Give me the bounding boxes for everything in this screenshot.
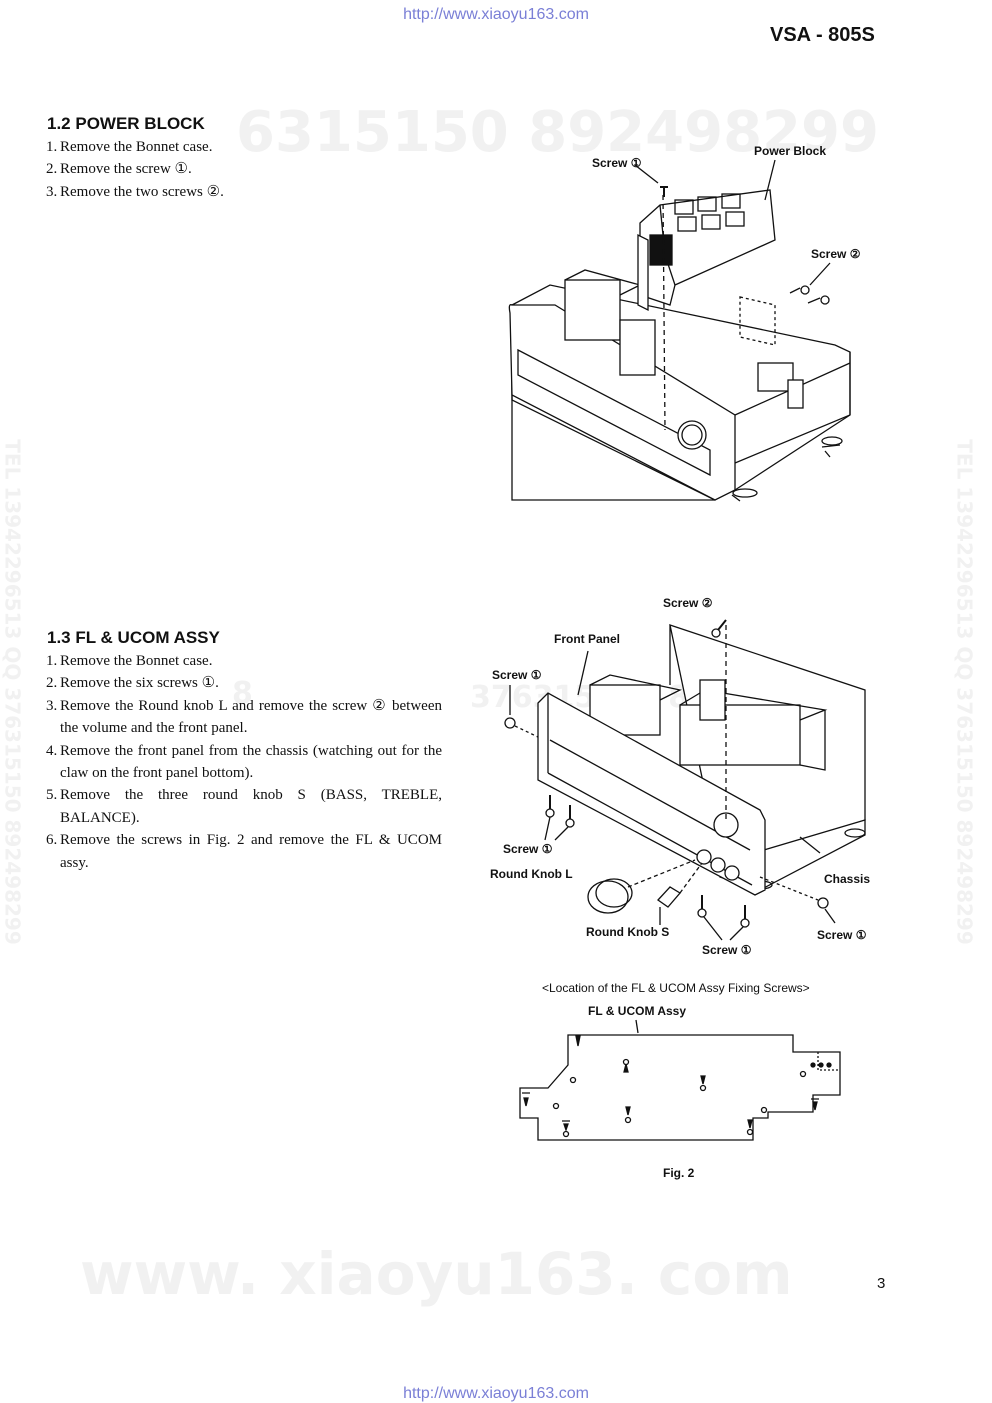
- watermark-right-vertical: TEL 13942296513 QQ 376315150 892498299: [952, 439, 977, 945]
- page-number: 3: [877, 1275, 886, 1292]
- section-power-title: 1.2 POWER BLOCK: [47, 114, 205, 133]
- watermark-left-vertical: TEL 13942296513 QQ 376315150 892498299: [0, 439, 25, 945]
- label-fl-screw2: Screw ②: [663, 596, 713, 610]
- label-round-knob-l: Round Knob L: [490, 867, 573, 881]
- model-number: VSA - 805S: [770, 24, 875, 46]
- label-round-knob-s: Round Knob S: [586, 925, 670, 939]
- watermark-middle-left: 8: [232, 676, 253, 711]
- list-item: 2.Remove the six screws ①.: [46, 675, 219, 692]
- figure-caption: Fig. 2: [663, 1166, 695, 1180]
- list-item: 4.Remove the front panel from the chassi…: [46, 742, 442, 782]
- list-item: 6.Remove the screws in Fig. 2 and remove…: [46, 832, 442, 871]
- label-fl-screw1-bottom: Screw ①: [702, 943, 752, 957]
- section-fl-steps: 1.Remove the Bonnet case. 2.Remove the s…: [46, 650, 442, 874]
- url-bottom[interactable]: http://www.xiaoyu163.com: [403, 1385, 589, 1402]
- section-power-steps: 1.Remove the Bonnet case. 2.Remove the s…: [46, 136, 446, 203]
- section-fl-title: 1.3 FL & UCOM ASSY: [47, 628, 220, 647]
- assy-label: FL & UCOM Assy: [588, 1004, 687, 1018]
- label-fl-screw1-right: Screw ①: [817, 928, 867, 942]
- power-block-diagram: [508, 159, 851, 502]
- label-chassis: Chassis: [824, 872, 871, 886]
- list-item: 3.Remove the two screws ②.: [46, 183, 224, 200]
- url-top[interactable]: http://www.xiaoyu163.com: [403, 6, 589, 23]
- label-screw1: Screw ①: [592, 156, 642, 170]
- list-item: 1.Remove the Bonnet case.: [46, 653, 213, 669]
- fl-ucom-diagram: [504, 619, 866, 941]
- location-caption: <Location of the FL & UCOM Assy Fixing S…: [542, 981, 810, 995]
- fl-ucom-board-diagram: [519, 1019, 841, 1141]
- list-item: 5.Remove the three round knob S (BASS, T…: [46, 787, 442, 826]
- label-power-block: Power Block: [754, 144, 827, 158]
- list-item: 1.Remove the Bonnet case.: [46, 139, 213, 155]
- watermark-top: 6315150 892498299: [236, 100, 879, 165]
- label-front-panel: Front Panel: [554, 632, 621, 646]
- label-fl-screw1-left: Screw ①: [492, 668, 542, 682]
- label-screw2: Screw ②: [811, 247, 861, 261]
- list-item: 3.Remove the Round knob L and remove the…: [46, 697, 442, 737]
- label-fl-screw1-mid: Screw ①: [503, 842, 553, 856]
- watermark-bottom: www. xiaoyu163. com: [80, 1240, 793, 1308]
- list-item: 2.Remove the screw ①.: [46, 161, 192, 178]
